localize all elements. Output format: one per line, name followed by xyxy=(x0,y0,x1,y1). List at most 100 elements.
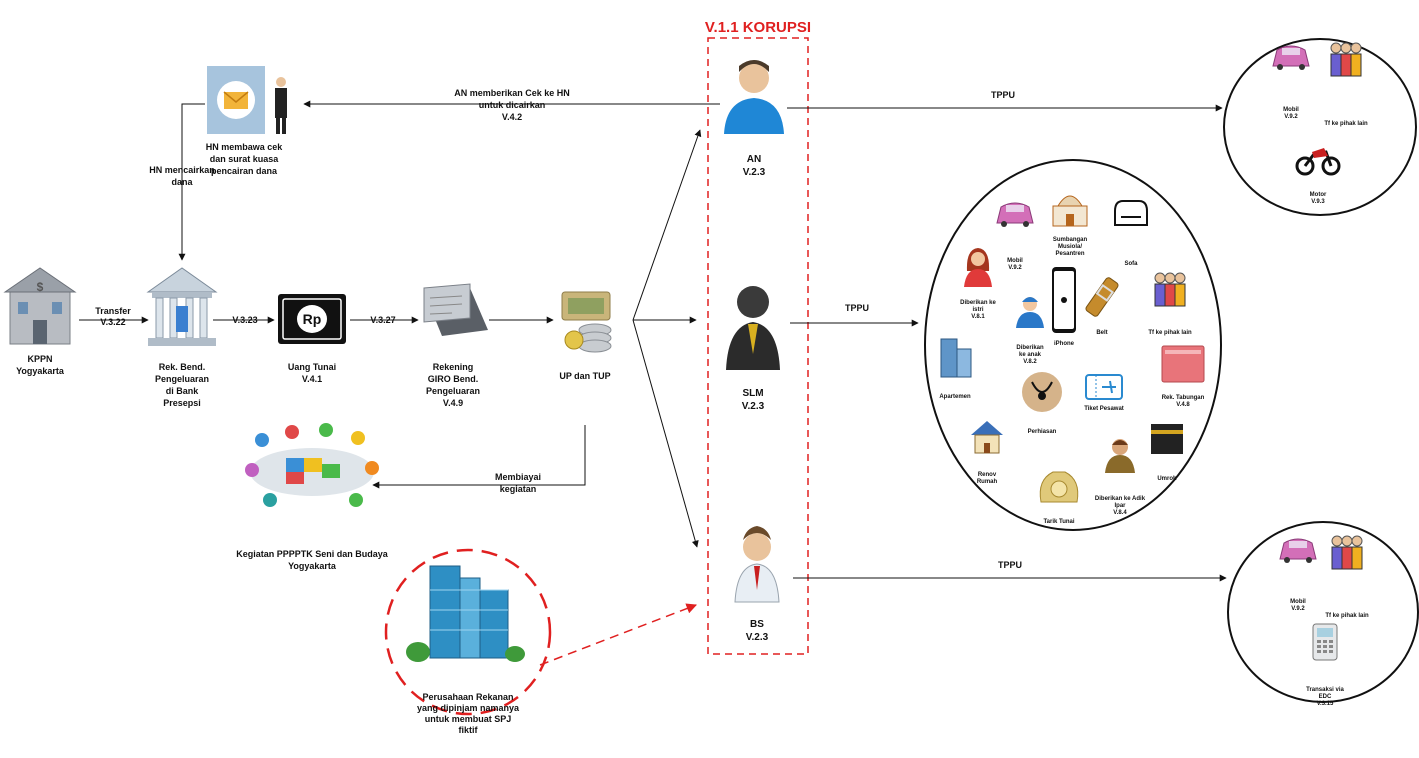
car-icon xyxy=(1279,538,1317,563)
house-icon xyxy=(971,421,1003,454)
money-stack-icon xyxy=(561,291,612,353)
people-group-icon xyxy=(1331,535,1363,570)
woman-icon xyxy=(964,248,992,287)
sofa-icon xyxy=(1114,200,1148,226)
savings-book-icon xyxy=(1161,345,1205,383)
asset-label: Tf ke pihak lain xyxy=(1148,330,1192,336)
person-white-icon xyxy=(734,526,780,603)
arrow-up-to-bs xyxy=(632,319,699,548)
arrow-hn-to-bank xyxy=(178,103,205,261)
asset-label: Sofa xyxy=(1124,261,1138,267)
people-group-icon xyxy=(1330,42,1362,77)
person-blue-icon xyxy=(724,60,784,134)
tppu-bs-label: TPPU xyxy=(998,560,1022,570)
asset-item: Belt xyxy=(1085,277,1119,336)
tppu-slm-label: TPPU xyxy=(845,303,869,313)
v327-label: V.3.27 xyxy=(370,315,395,325)
car-icon xyxy=(1272,45,1310,70)
bs-asset-ellipse xyxy=(1227,521,1419,703)
asset-label: Perhiasan xyxy=(1028,429,1057,435)
arrow-rekanan-to-bs xyxy=(539,603,697,666)
apartment-icon xyxy=(940,338,972,378)
svg-text:$: $ xyxy=(37,280,44,294)
belt-icon xyxy=(1085,277,1119,317)
kaaba-icon xyxy=(1151,424,1183,454)
money-bag-icon xyxy=(1039,471,1079,503)
asset-label: Tiket Pesawat xyxy=(1084,406,1124,412)
asset-item: Tf ke pihak lain xyxy=(1324,42,1368,127)
asset-item: Sofa xyxy=(1114,200,1148,267)
up-tup-label: UP dan TUP xyxy=(559,371,610,381)
asset-label: Tarik Tunai xyxy=(1043,519,1074,525)
asset-item: Tf ke pihak lain xyxy=(1148,272,1192,336)
person-suit-icon xyxy=(726,286,780,370)
asset-label: iPhone xyxy=(1054,341,1075,347)
v323-label: V.3.23 xyxy=(232,315,257,325)
office-building-icon xyxy=(406,565,525,662)
edc-terminal-icon xyxy=(1312,623,1338,661)
asset-item: Tarik Tunai xyxy=(1039,471,1079,525)
bank-building-icon: $ xyxy=(3,267,77,345)
asset-item: Umroh xyxy=(1151,424,1183,482)
rupiah-banknote-icon: Rp xyxy=(278,294,346,344)
asset-item: Tiket Pesawat xyxy=(1084,374,1124,412)
asset-item: iPhone xyxy=(1052,267,1076,347)
arrow-up-to-kegiatan xyxy=(372,425,586,489)
asset-label: Umroh xyxy=(1157,476,1177,482)
asset-item: Tf ke pihak lain xyxy=(1325,535,1369,619)
bank-icon xyxy=(146,267,218,346)
plane-ticket-icon xyxy=(1085,374,1123,400)
asset-label: Belt xyxy=(1096,330,1107,336)
asset-label: Tf ke pihak lain xyxy=(1325,613,1369,619)
korupsi-box xyxy=(707,37,809,655)
rekanan-highlight-ring xyxy=(384,548,552,716)
slm-asset-ellipse xyxy=(924,159,1222,531)
asset-item: Perhiasan xyxy=(1022,372,1062,435)
boy-icon xyxy=(1016,297,1044,328)
iphone-icon xyxy=(1052,267,1076,333)
asset-item: Apartemen xyxy=(939,338,972,400)
checkbook-icon xyxy=(423,283,488,336)
meeting-puzzle-icon xyxy=(245,423,379,507)
korupsi-title: V.1.1 KORUPSI xyxy=(705,19,811,36)
motorcycle-icon xyxy=(1295,148,1341,176)
